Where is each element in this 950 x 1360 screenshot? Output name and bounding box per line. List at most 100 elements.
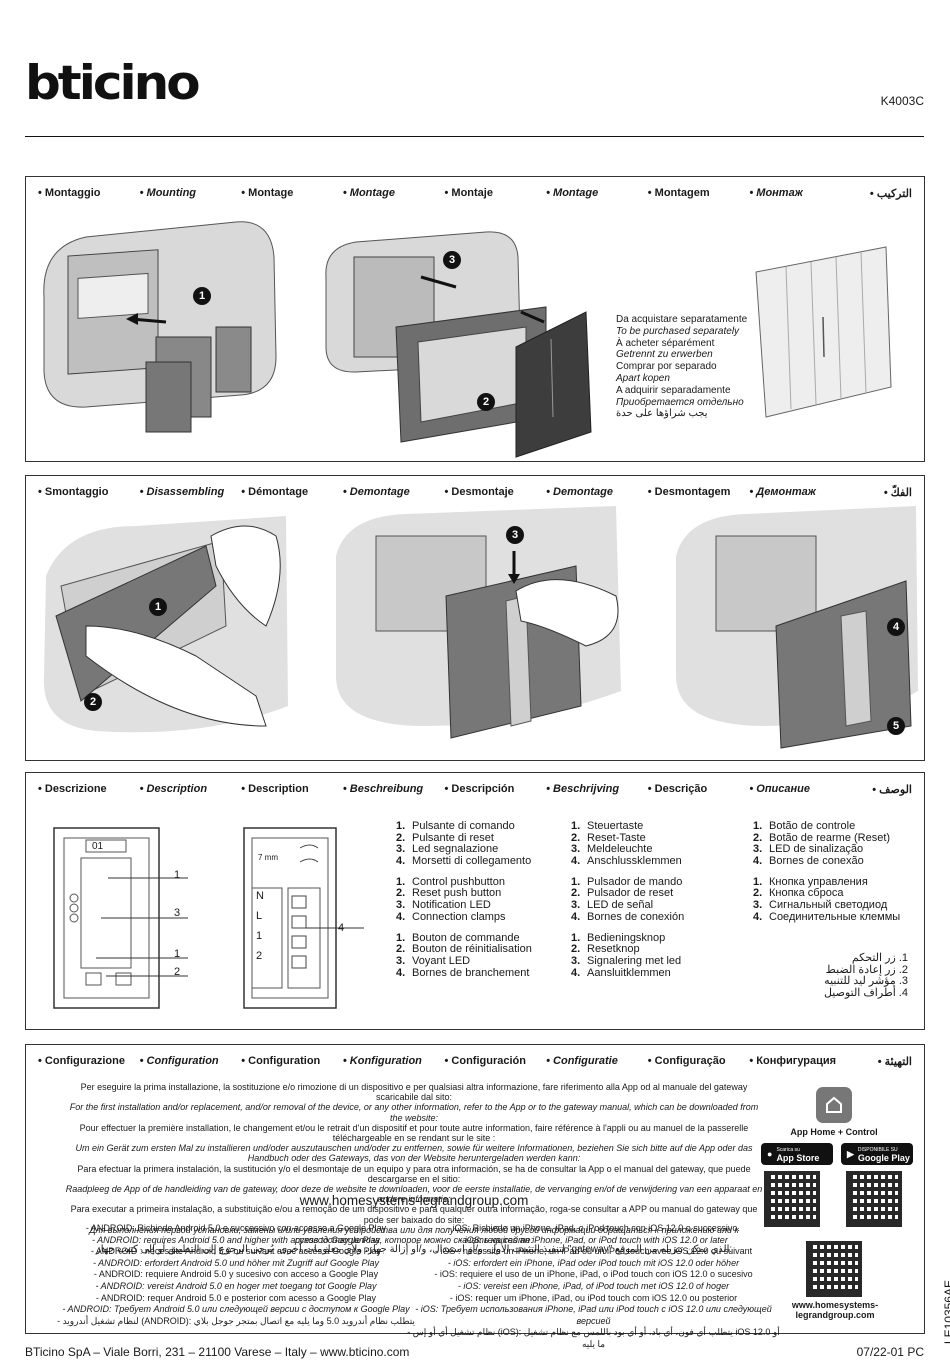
desc-item: Reset-Taste <box>587 831 646 844</box>
note-line: To be purchased separately <box>616 325 740 337</box>
desc-item: Bedieningsknop <box>587 931 666 944</box>
header-divider <box>25 136 924 137</box>
lang-label: • Montaje <box>444 187 493 199</box>
lang-label: • Montaggio <box>38 187 101 199</box>
android-line: - ANDROID: vereist Android 5.0 en hoger … <box>95 1280 377 1291</box>
desc-item: LED de señal <box>587 899 654 912</box>
step-badge: 3 <box>443 251 461 269</box>
lang-label: • Montagem <box>647 187 710 199</box>
lang-label: • Beschrijving <box>546 783 620 795</box>
ios-line: - iOS: vereist een iPhone, iPad, of iPod… <box>457 1280 730 1291</box>
terminal-label: 2 <box>256 950 263 962</box>
google-play-badge[interactable]: ▶ DISPONIBILE SU Google Play <box>841 1143 913 1165</box>
desc-item: Pulsador de reset <box>587 887 674 900</box>
terminal-label: 1 <box>256 930 263 942</box>
product-code: K4003C <box>880 94 924 108</box>
description-panel: • Descrizione • Description • Descriptio… <box>25 772 925 1030</box>
desc-item: Pulsante di comando <box>412 820 515 832</box>
desc-item: Control pushbutton <box>412 875 505 888</box>
desc-group: 1.Кнопка управления 2.Кнопка сброса 3.Си… <box>753 875 901 923</box>
disassembly-language-row: • Smontaggio • Disassembling • Démontage… <box>38 486 912 502</box>
desc-item: LED de sinalização <box>769 843 864 856</box>
website-link[interactable]: www.homesystems-legrandgroup.com <box>299 1193 529 1208</box>
desc-item: Connection clamps <box>412 910 506 923</box>
lang-label: • Configuración <box>444 1055 526 1067</box>
lang-label: • Configuration <box>241 1055 321 1067</box>
lang-label: • Desmontaje <box>444 486 514 498</box>
desc-item: 3. مؤشر ليد للتنبيه <box>824 975 908 988</box>
lang-label: • الفكّ <box>883 487 912 499</box>
ios-line: - iOS: Требует использования iPhone, iPa… <box>415 1304 772 1326</box>
desc-group: 1.Pulsante di comando 2.Pulsante di rese… <box>396 820 532 867</box>
config-line: Um ein Gerät zum ersten Mal zu installie… <box>75 1143 753 1164</box>
app-name: App Home + Control <box>790 1127 878 1137</box>
configuration-text: Per eseguire la prima installazione, la … <box>64 1082 764 1255</box>
desc-item: Pulsante di reset <box>412 831 494 844</box>
lang-label: • Disassembling <box>139 486 225 498</box>
step-badge: 3 <box>506 526 524 544</box>
desc-group: 1.Pulsador de mando 2.Pulsador de reset … <box>571 875 685 923</box>
lang-label: • Descrição <box>647 783 708 795</box>
desc-item: Resetknop <box>587 943 640 956</box>
desc-item: Aansluitklemmen <box>587 966 671 979</box>
ios-line: - iOS : nécessite un iPhone, un iPad ou … <box>434 1246 753 1257</box>
ios-line: - iOS: Richiede un iPhone, iPad, o iPod … <box>447 1223 740 1233</box>
diagram-label: 01 <box>92 841 104 852</box>
company-address: BTicino SpA – Viale Borri, 231 – 21100 V… <box>25 1345 410 1359</box>
lang-label: • Demontage <box>546 486 613 498</box>
diagram-label: 1 <box>174 948 181 960</box>
lang-label: • Демонтаж <box>749 486 816 498</box>
step-badge: 2 <box>477 393 495 411</box>
diagram-label: 2 <box>174 966 181 978</box>
config-line: Для выполнения первой установки, замены … <box>89 1224 739 1246</box>
mounting-illustration <box>43 221 892 458</box>
config-line: Pour effectuer la première installation,… <box>79 1122 749 1144</box>
config-line: Para executar a primeira instalação, a s… <box>70 1204 758 1225</box>
desc-item: Bouton de commande <box>412 931 520 944</box>
lang-label: • Montage <box>546 187 599 199</box>
android-line: - ANDROID: Требует Android 5.0 или следу… <box>62 1304 410 1315</box>
desc-item: Pulsador de mando <box>587 875 683 888</box>
lang-label: • Montage <box>241 187 294 199</box>
ios-requirements: - iOS: Richiede un iPhone, iPad, o iPod … <box>406 1223 781 1351</box>
lang-label: • Konfiguration <box>342 1055 422 1067</box>
app-store-badge[interactable]: ● Scarica su App Store <box>761 1143 833 1165</box>
desc-item: 4. أطراف التوصيل <box>823 986 908 999</box>
desc-item: Сигнальный светодиод <box>769 899 888 912</box>
lang-label: • Configurazione <box>38 1055 125 1067</box>
desc-group: 1.Steuertaste 2.Reset-Taste 3.Meldeleuch… <box>571 820 682 867</box>
android-line: - ANDROID: Richiede Android 5.0 e succes… <box>85 1223 387 1233</box>
desc-group: 1.Botão de controle 2.Botão de rearme (R… <box>753 820 891 867</box>
note-line: Getrennt zu erwerben <box>616 349 713 361</box>
lang-label: • Beschreibung <box>342 783 424 795</box>
configuration-language-row: • Configurazione • Configuration • Confi… <box>38 1055 912 1071</box>
step-badge: 2 <box>84 693 102 711</box>
lang-label: • Demontage <box>342 486 410 498</box>
ios-line: - iOS: requiere el uso de un iPhone, iPa… <box>434 1269 753 1280</box>
note-line: Comprar por separado <box>616 361 717 373</box>
lang-label: • الوصف <box>872 784 912 796</box>
lang-label: • التهيئة <box>877 1056 912 1068</box>
note-line: À acheter séparément <box>616 337 715 349</box>
desc-item: Кнопка управления <box>769 875 868 888</box>
lang-label: • Desmontagem <box>647 486 731 498</box>
play-icon: ▶ <box>847 1148 854 1159</box>
lang-label: • Démontage <box>241 486 309 498</box>
googleplay-qr-code <box>846 1171 902 1227</box>
note-line: يجب شراؤها على حدة <box>616 408 708 420</box>
desc-item: Bornes de branchement <box>412 966 530 979</box>
desc-item: Botão de controle <box>769 820 856 832</box>
step-badge: 1 <box>149 598 167 616</box>
description-col-3: 1.Botão de controle 2.Botão de rearme (R… <box>753 820 918 933</box>
diagram-label: 1 <box>174 869 181 881</box>
mounting-panel: • Montaggio • Mounting • Montage • Monta… <box>25 176 925 462</box>
note-line: Apart kopen <box>616 372 670 384</box>
diagram-label: 3 <box>174 907 181 919</box>
lang-label: • Smontaggio <box>38 486 109 498</box>
qr-website-link[interactable]: www.homesystems-legrandgroup.com <box>791 1300 879 1320</box>
configuration-panel: • Configurazione • Configuration • Confi… <box>25 1044 925 1349</box>
android-requirements: - ANDROID: Richiede Android 5.0 e succes… <box>56 1223 416 1327</box>
android-line: - ANDROID : nécessite Android 5.0 ou sui… <box>90 1246 382 1257</box>
purchase-note: Da acquistare separatamente To be purcha… <box>616 314 747 420</box>
config-line: For the first installation and/or replac… <box>69 1102 759 1123</box>
